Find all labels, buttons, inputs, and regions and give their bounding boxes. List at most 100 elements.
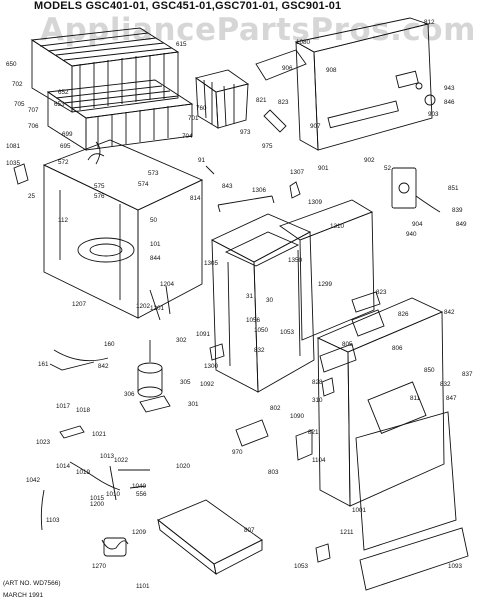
part-label: 652 bbox=[58, 89, 69, 96]
part-label: 842 bbox=[444, 309, 455, 316]
part-label: 1306 bbox=[252, 187, 267, 194]
kick-plate bbox=[157, 499, 263, 576]
part-label: 706 bbox=[28, 123, 39, 130]
part-label: 1305 bbox=[204, 260, 219, 267]
part-label: 940 bbox=[406, 231, 417, 238]
part-label: 1056 bbox=[246, 317, 261, 324]
part-label: 31 bbox=[246, 293, 254, 300]
part-label: 850 bbox=[424, 367, 435, 374]
part-label: 1307 bbox=[290, 169, 305, 176]
part-label: 1091 bbox=[196, 331, 211, 338]
part-label: 1053 bbox=[280, 329, 295, 336]
part-label: 760 bbox=[196, 105, 207, 112]
part-label: 906 bbox=[282, 65, 293, 72]
part-label: 1013 bbox=[100, 453, 115, 460]
part-label: 943 bbox=[444, 85, 455, 92]
part-label: 1001 bbox=[352, 507, 367, 514]
part-label: 902 bbox=[364, 157, 375, 164]
part-label: 1080 bbox=[296, 39, 311, 46]
part-label: 814 bbox=[190, 195, 201, 202]
part-label: 807 bbox=[244, 527, 255, 534]
part-label: 901 bbox=[318, 165, 329, 172]
timer bbox=[391, 167, 441, 213]
part-label: 112 bbox=[58, 217, 69, 224]
part-label: 832 bbox=[254, 347, 265, 354]
part-label: 1211 bbox=[340, 529, 354, 536]
part-label: 1092 bbox=[200, 381, 215, 388]
part-label: 1090 bbox=[290, 413, 305, 420]
part-label: 1023 bbox=[36, 439, 51, 446]
part-label: 851 bbox=[448, 185, 459, 192]
door-frame bbox=[210, 195, 315, 393]
part-label: 908 bbox=[326, 67, 337, 74]
part-label: 52 bbox=[384, 165, 392, 172]
part-label: 802 bbox=[270, 405, 281, 412]
part-label: 843 bbox=[222, 183, 233, 190]
part-label: 803 bbox=[268, 469, 279, 476]
part-label: 849 bbox=[456, 221, 467, 228]
part-label: 302 bbox=[176, 337, 187, 344]
part-label: 310 bbox=[312, 397, 323, 404]
part-label: 1017 bbox=[56, 403, 71, 410]
part-label: 1035 bbox=[6, 160, 21, 167]
part-label: 847 bbox=[446, 395, 457, 402]
part-label: 970 bbox=[232, 449, 243, 456]
part-label: 161 bbox=[38, 361, 49, 368]
part-label: 903 bbox=[428, 111, 439, 118]
part-label: 973 bbox=[240, 129, 251, 136]
part-label: 1299 bbox=[318, 281, 333, 288]
part-label: 1093 bbox=[448, 563, 463, 570]
part-label: 306 bbox=[124, 391, 135, 398]
silverware-basket bbox=[194, 69, 250, 129]
part-label: 823 bbox=[278, 99, 289, 106]
part-label: 812 bbox=[424, 19, 435, 26]
part-label: 704 bbox=[182, 133, 193, 140]
part-label: 573 bbox=[148, 170, 159, 177]
part-label: 702 bbox=[12, 81, 23, 88]
part-label: 25 bbox=[28, 193, 36, 200]
part-label: 160 bbox=[104, 341, 115, 348]
part-label: 574 bbox=[138, 181, 149, 188]
dish-rack bbox=[30, 27, 194, 151]
part-label: 575 bbox=[94, 183, 105, 190]
part-label: 1104 bbox=[312, 457, 326, 464]
part-label: 832 bbox=[440, 381, 451, 388]
part-label: 1309 bbox=[308, 199, 323, 206]
part-label: 1022 bbox=[114, 457, 129, 464]
part-label: 101 bbox=[150, 241, 161, 248]
part-label: 821 bbox=[308, 429, 319, 436]
part-label: 572 bbox=[58, 159, 69, 166]
part-label: 1350 bbox=[288, 257, 303, 264]
part-label: 301 bbox=[188, 401, 199, 408]
part-label: 615 bbox=[176, 41, 187, 48]
part-label: 1209 bbox=[132, 529, 147, 536]
part-label: 707 bbox=[28, 107, 39, 114]
part-label: 1204 bbox=[160, 281, 175, 288]
part-label: 30 bbox=[266, 297, 274, 304]
part-label: 1103 bbox=[46, 517, 60, 524]
front-panel bbox=[355, 411, 469, 591]
part-label: 1207 bbox=[72, 301, 87, 308]
part-label: 805 bbox=[342, 341, 353, 348]
part-label: 1014 bbox=[56, 463, 71, 470]
part-label: 844 bbox=[150, 255, 161, 262]
part-label: 556 bbox=[136, 491, 147, 498]
part-label: 1200 bbox=[90, 501, 105, 508]
part-label: 1101 bbox=[136, 583, 150, 590]
part-label: 811 bbox=[410, 395, 421, 402]
part-label: 907 bbox=[310, 123, 321, 130]
part-label: 842 bbox=[98, 363, 109, 370]
part-label: 823 bbox=[376, 289, 387, 296]
page-title: MODELS GSC401-01, GSC451-01,GSC701-01, G… bbox=[34, 0, 342, 12]
part-label: 1202 bbox=[136, 303, 151, 310]
part-label: 1020 bbox=[176, 463, 191, 470]
part-label: 1042 bbox=[26, 477, 41, 484]
part-label: 1021 bbox=[92, 431, 107, 438]
part-label: 1018 bbox=[76, 407, 91, 414]
part-label: 699 bbox=[62, 131, 73, 138]
part-label: 904 bbox=[412, 221, 423, 228]
part-label: 806 bbox=[392, 345, 403, 352]
part-label: 1300 bbox=[204, 363, 219, 370]
